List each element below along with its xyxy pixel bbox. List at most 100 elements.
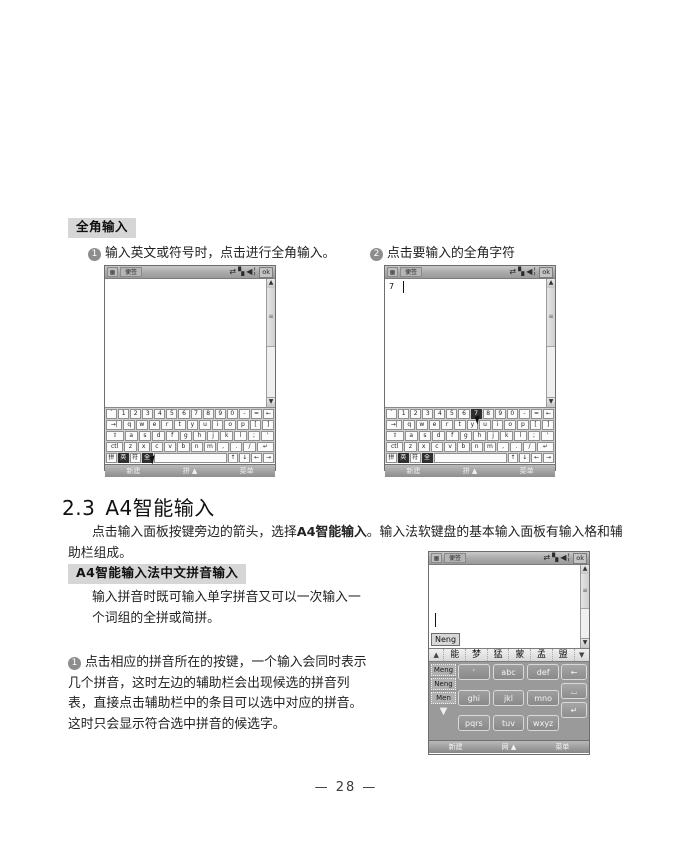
candidate-4[interactable]: 孟 xyxy=(531,649,553,661)
softkey-menu[interactable]: 菜单 xyxy=(239,467,254,475)
key-semicolon[interactable]: ; xyxy=(247,431,261,441)
key-equals[interactable]: = xyxy=(250,409,263,419)
key-q[interactable]: q xyxy=(123,420,136,430)
key-n[interactable]: n xyxy=(190,442,203,452)
softkey-menu[interactable]: 菜单 xyxy=(555,743,570,751)
key-v[interactable]: v xyxy=(444,442,457,452)
key-q[interactable]: q xyxy=(403,420,416,430)
key-d[interactable]: d xyxy=(432,431,445,441)
key-minus[interactable]: - xyxy=(518,409,530,419)
key-n[interactable]: n xyxy=(470,442,483,452)
key-i[interactable]: i xyxy=(491,420,504,430)
arrow-right-key[interactable]: → xyxy=(263,453,274,463)
pinyin-more-down-icon[interactable]: ▼ xyxy=(439,706,448,717)
key-0[interactable]: 0 xyxy=(226,409,238,419)
numkey-3-def[interactable]: def xyxy=(527,664,559,680)
key-0[interactable]: 0 xyxy=(506,409,518,419)
candidate-bar[interactable]: ▲ 能 梦 猛 蒙 孟 盟 ▼ xyxy=(429,648,589,662)
key-x[interactable]: x xyxy=(137,442,150,452)
key-7[interactable]: 7 xyxy=(470,409,482,419)
key-4[interactable]: 4 xyxy=(434,409,446,419)
scroll-down-icon[interactable]: ▼ xyxy=(267,397,275,407)
softkey-ime[interactable]: 拼 ▲ xyxy=(162,466,219,476)
numkey-4-ghi[interactable]: ghi xyxy=(458,689,490,706)
key-5[interactable]: 5 xyxy=(446,409,458,419)
scroll-down-icon[interactable]: ▼ xyxy=(581,638,589,648)
key-t[interactable]: t xyxy=(453,420,466,430)
key-m[interactable]: m xyxy=(483,442,496,452)
arrow-down-key[interactable]: ↓ xyxy=(239,453,251,463)
key-s[interactable]: s xyxy=(138,431,152,441)
key-m[interactable]: m xyxy=(203,442,216,452)
key-comma[interactable]: , xyxy=(496,442,510,452)
arrow-left-key[interactable]: ← xyxy=(531,453,543,463)
key-bracket-left[interactable]: [ xyxy=(249,420,262,430)
key-y[interactable]: y xyxy=(466,420,479,430)
device3-vertical-scrollbar[interactable]: ▲ ≡ ▼ xyxy=(580,565,589,648)
key-6[interactable]: 6 xyxy=(458,409,470,419)
key-o[interactable]: o xyxy=(504,420,517,430)
start-windows-icon[interactable]: ▦ xyxy=(431,553,442,563)
softkey-ime[interactable]: 拼 ▲ xyxy=(442,466,499,476)
key-1[interactable]: 1 xyxy=(118,409,130,419)
scroll-thumb[interactable]: ≡ xyxy=(267,288,275,347)
key-b[interactable]: b xyxy=(457,442,470,452)
pinyin-item-2[interactable]: Men xyxy=(431,692,456,704)
mode-key-pinyin[interactable]: 拼 xyxy=(386,453,397,463)
arrow-up-key[interactable]: ↑ xyxy=(507,453,519,463)
mode-key-english[interactable]: 英 xyxy=(117,453,129,463)
key-u[interactable]: u xyxy=(479,420,491,430)
key-period[interactable]: . xyxy=(510,442,523,452)
key-c[interactable]: c xyxy=(430,442,444,452)
arrow-left-key[interactable]: ← xyxy=(251,453,263,463)
space-key[interactable] xyxy=(433,453,507,463)
candidate-5[interactable]: 盟 xyxy=(553,649,575,661)
key-o[interactable]: o xyxy=(224,420,237,430)
key-k[interactable]: k xyxy=(500,431,514,441)
ok-button[interactable]: ok xyxy=(539,266,553,278)
backspace-key[interactable]: ← xyxy=(263,409,275,419)
candidate-2[interactable]: 猛 xyxy=(488,649,510,661)
key-g[interactable]: g xyxy=(459,431,473,441)
key-9[interactable]: 9 xyxy=(214,409,226,419)
key-equals[interactable]: = xyxy=(530,409,543,419)
mode-key-fullwidth[interactable]: 全 xyxy=(141,453,153,463)
softkey-menu[interactable]: 菜单 xyxy=(519,467,534,475)
shift-key[interactable]: ⇧ xyxy=(106,431,124,441)
key-2[interactable]: 2 xyxy=(130,409,142,419)
numkey-1[interactable]: ' xyxy=(458,664,490,680)
device1-soft-keyboard[interactable]: ` 1 2 3 4 5 6 7 8 9 0 - = ← →| q w e r xyxy=(105,407,275,463)
key-backtick[interactable]: ` xyxy=(386,409,398,419)
ctrl-key[interactable]: ctl xyxy=(386,442,404,452)
key-6[interactable]: 6 xyxy=(178,409,190,419)
key-u[interactable]: u xyxy=(199,420,211,430)
key-2[interactable]: 2 xyxy=(410,409,422,419)
key-5[interactable]: 5 xyxy=(166,409,178,419)
device1-vertical-scrollbar[interactable]: ▲ ≡ ▼ xyxy=(266,279,275,407)
device2-text-area[interactable]: 7 ▲ ≡ ▼ xyxy=(385,279,555,407)
key-a[interactable]: a xyxy=(124,431,138,441)
numkey-9-wxyz[interactable]: wxyz xyxy=(527,715,559,732)
softkey-ime[interactable]: 网 ▲ xyxy=(482,742,535,752)
key-bracket-left[interactable]: [ xyxy=(529,420,542,430)
numkey-8-tuv[interactable]: tuv xyxy=(492,715,525,732)
key-slash[interactable]: / xyxy=(523,442,536,452)
scroll-thumb[interactable]: ≡ xyxy=(581,574,589,609)
ime-indicator[interactable]: 便签 xyxy=(444,553,466,563)
key-d[interactable]: d xyxy=(152,431,165,441)
key-l[interactable]: l xyxy=(514,431,527,441)
key-e[interactable]: e xyxy=(428,420,441,430)
key-i[interactable]: i xyxy=(211,420,224,430)
key-v[interactable]: v xyxy=(164,442,177,452)
space-key[interactable]: ⌴ xyxy=(561,683,587,699)
numkey-6-mno[interactable]: mno xyxy=(527,689,559,706)
key-s[interactable]: s xyxy=(418,431,432,441)
key-9[interactable]: 9 xyxy=(494,409,506,419)
ctrl-key[interactable]: ctl xyxy=(106,442,124,452)
enter-key[interactable]: ↵ xyxy=(256,442,275,452)
key-b[interactable]: b xyxy=(177,442,190,452)
softkey-new[interactable]: 新建 xyxy=(126,467,141,475)
key-w[interactable]: w xyxy=(136,420,148,430)
candidate-0[interactable]: 能 xyxy=(444,649,467,661)
key-3[interactable]: 3 xyxy=(142,409,154,419)
